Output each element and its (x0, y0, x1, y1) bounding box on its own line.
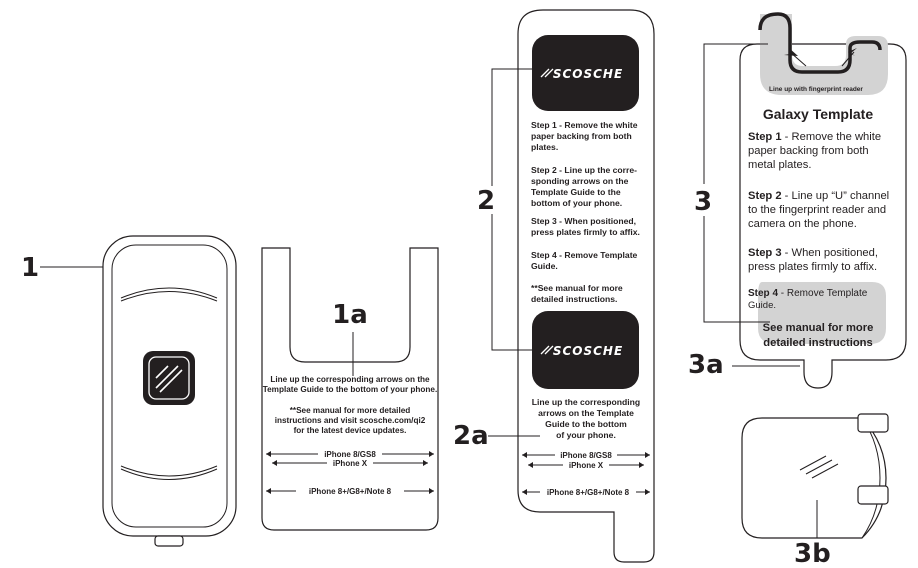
template-1a-measure-2-label: iPhone X (333, 459, 368, 468)
template-1a-measure-1-label: iPhone 8/GS8 (324, 450, 376, 459)
galaxy-step2-line1: Step 2 - Line up “U” channel (748, 190, 889, 202)
callout-3-label: 3 (694, 187, 712, 217)
step2-line4: bottom of your phone. (531, 198, 622, 208)
template-2a-instruction-3: Guide to the bottom (545, 419, 627, 429)
template-1a-measure-iphonex: iPhone X (272, 458, 428, 468)
galaxy-note-1: See manual for more (763, 322, 874, 334)
template-2a-measure-2-label: iPhone X (569, 461, 604, 470)
template-2a-measure-3-label: iPhone 8+/G8+/Note 8 (547, 488, 630, 497)
template-2a-measure-1-label: iPhone 8/GS8 (560, 451, 612, 460)
mount-device (102, 235, 237, 547)
galaxy-step1-line1: Step 1 - Remove the white (748, 131, 881, 143)
step2-line1: Step 2 - Line up the corre- (531, 165, 637, 175)
step2-line3: Template Guide to the (531, 187, 621, 197)
plate-bottom: SCOSCHE (532, 311, 639, 389)
callout-1a-label: 1a (332, 300, 368, 330)
template-2a-measure-iphone8: iPhone 8/GS8 (522, 450, 650, 460)
step1-line2: paper backing from both (531, 131, 632, 141)
template-2a-instruction-4: of your phone. (556, 430, 616, 440)
plate-bottom-brand: SCOSCHE (553, 344, 623, 358)
galaxy-step4-line2: Guide. (748, 300, 776, 311)
template-2a-instruction-2: arrows on the Template (538, 408, 634, 418)
mount-logo-badge (143, 351, 195, 405)
template-1a-note-3: for the latest device updates. (294, 426, 407, 435)
template-1a-note-1: **See manual for more detailed (290, 406, 411, 415)
galaxy-step3-text: - When positioned, (782, 247, 878, 259)
callout-3a-label: 3a (688, 350, 724, 380)
step2-line2: sponding arrows on the (531, 176, 629, 186)
step1-line1: Step 1 - Remove the white (531, 120, 638, 130)
galaxy-step2-line2: to the fingerprint reader and (748, 204, 886, 216)
metal-plate-3b (741, 413, 889, 539)
callout-2-label: 2 (477, 186, 495, 216)
callout-3b-label: 3b (794, 539, 831, 568)
galaxy-title: Galaxy Template (763, 106, 873, 122)
galaxy-step3-label: Step 3 (748, 247, 782, 259)
galaxy-step2-label: Step 2 (748, 190, 782, 202)
callout-2: 2 (477, 68, 532, 351)
template-3a: Line up with fingerprint reader Galaxy T… (739, 12, 907, 389)
callout-3a: 3a (688, 350, 800, 380)
galaxy-step2-line3: camera on the phone. (748, 218, 857, 230)
plate-top: SCOSCHE (532, 35, 639, 111)
template-2a-measure-iphone8plus: iPhone 8+/G8+/Note 8 (522, 487, 650, 497)
template-1a-note-2: instructions and visit scosche.com/qi2 (275, 416, 426, 425)
galaxy-step1-label: Step 1 (748, 131, 782, 143)
template-1a-measure-3-label: iPhone 8+/G8+/Note 8 (309, 487, 392, 496)
galaxy-step4-text: - Remove Template (778, 288, 868, 299)
callout-2a: 2a (453, 421, 540, 451)
callout-2a-label: 2a (453, 421, 489, 451)
template-1a-measure-iphone8: iPhone 8/GS8 (266, 449, 434, 459)
galaxy-step3-line1: Step 3 - When positioned, (748, 247, 878, 259)
template-1a-measure-iphone8plus: iPhone 8+/G8+/Note 8 (266, 486, 434, 496)
step4-line2: Guide. (531, 261, 558, 271)
callout-3: 3 (694, 43, 770, 323)
galaxy-step4-label: Step 4 (748, 288, 778, 299)
template-2a-note-2: detailed instructions. (531, 294, 617, 304)
template-2a: SCOSCHE Step 1 - Remove the white paper … (517, 9, 655, 563)
galaxy-step4-line1: Step 4 - Remove Template (748, 288, 868, 299)
step4-highlight (758, 282, 886, 344)
callout-1: 1 (21, 253, 103, 283)
template-2a-measure-iphonex: iPhone X (528, 460, 644, 470)
galaxy-note-2: detailed instructions (763, 337, 872, 349)
plate-top-brand: SCOSCHE (553, 67, 623, 81)
fingerprint-label: Line up with fingerprint reader (769, 86, 863, 93)
template-1a-instruction-2: Template Guide to the bottom of your pho… (263, 385, 438, 394)
step1-line3: plates. (531, 142, 558, 152)
template-1a-instruction-1: Line up the corresponding arrows on the (270, 375, 430, 384)
galaxy-step1-line2: paper backing from both (748, 145, 869, 157)
template-2a-note-1: **See manual for more (531, 283, 623, 293)
galaxy-step1-text: - Remove the white (782, 131, 882, 143)
galaxy-step3-line2: press plates firmly to affix. (748, 261, 877, 273)
template-2a-instruction-1: Line up the corresponding (532, 397, 640, 407)
fingerprint-highlight (760, 14, 888, 95)
galaxy-step2-text: - Line up “U” channel (782, 190, 890, 202)
step3-line2: press plates firmly to affix. (531, 227, 640, 237)
galaxy-step1-line3: metal plates. (748, 159, 811, 171)
step4-line1: Step 4 - Remove Template (531, 250, 638, 260)
callout-1-label: 1 (21, 253, 39, 283)
template-1a: 1a Line up the corresponding arrows on t… (261, 247, 439, 531)
callout-3b: 3b (794, 500, 831, 568)
step3-line1: Step 3 - When positioned, (531, 216, 636, 226)
u-channel (758, 12, 882, 74)
